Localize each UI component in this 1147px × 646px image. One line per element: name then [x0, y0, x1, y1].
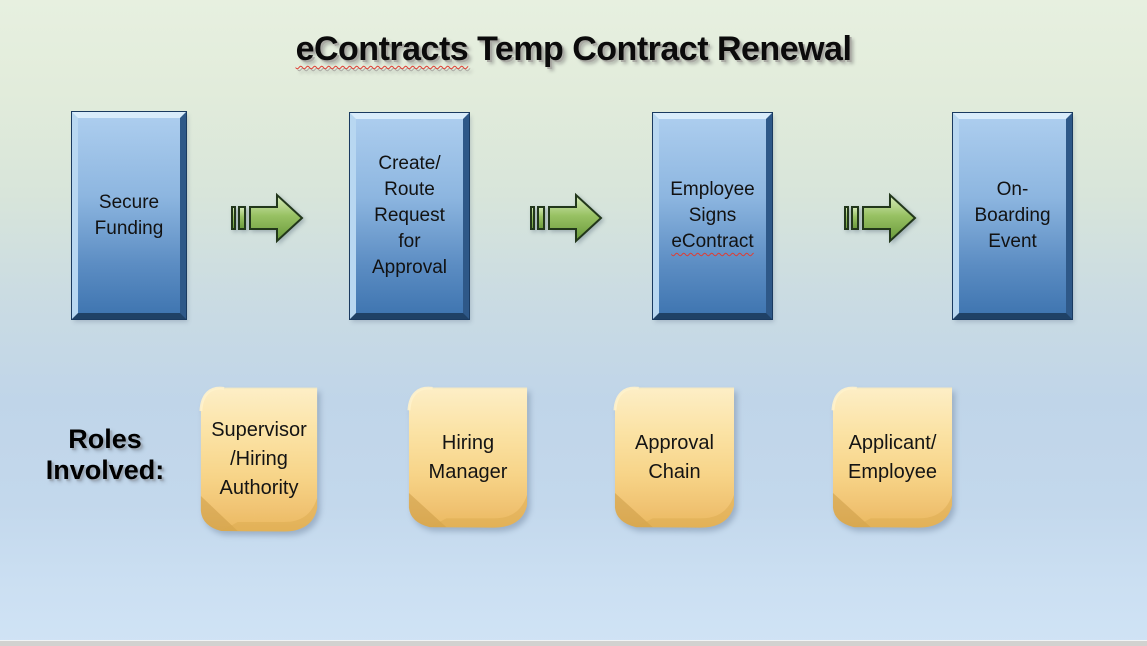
step-label: Employee Signs eContract [665, 177, 761, 255]
role-card-label: Hiring Manager [428, 431, 508, 483]
title-text-misspelled: eContracts [295, 30, 469, 68]
role-card-supervisor-hiring-authority: Supervisor /Hiring Authority [197, 384, 321, 535]
process-step-secure-funding: Secure Funding [71, 111, 187, 320]
title-text-rest: Temp Contract Renewal [468, 30, 852, 68]
folded-card-shape [199, 386, 318, 532]
role-card-hiring-manager: Hiring Manager [405, 384, 531, 531]
step-label-text: Employee Signs [670, 179, 755, 226]
role-card-approval-chain: Approval Chain [611, 384, 738, 531]
process-step-create-route-request: Create/ Route Request for Approval [349, 112, 470, 320]
role-card-label: Approval Chain [635, 431, 714, 483]
process-step-employee-signs: Employee Signs eContract [652, 112, 773, 320]
striped-right-arrow-icon [844, 192, 917, 244]
slide-bottom-edge [0, 640, 1147, 646]
folded-card-shape [831, 386, 953, 528]
striped-right-arrow-icon [231, 192, 304, 244]
step-label: Secure Funding [94, 191, 164, 239]
roles-heading: Roles Involved: [45, 424, 165, 485]
role-card-applicant-employee: Applicant/ Employee [829, 384, 956, 531]
striped-right-arrow-icon [530, 192, 603, 244]
step-label: Create/ Route Request for Approval [372, 153, 447, 278]
process-step-onboarding-event: On- Boarding Event [952, 112, 1073, 320]
slide-title: eContracts Temp Contract Renewal [0, 30, 1147, 69]
folded-card-shape [407, 386, 528, 528]
step-label: On- Boarding Event [974, 179, 1051, 252]
role-card-label: Supervisor /Hiring Authority [211, 419, 307, 499]
step-label-misspelled-text: eContract [671, 231, 754, 252]
folded-card-shape [613, 386, 735, 528]
role-card-label: Applicant/ Employee [848, 431, 937, 483]
